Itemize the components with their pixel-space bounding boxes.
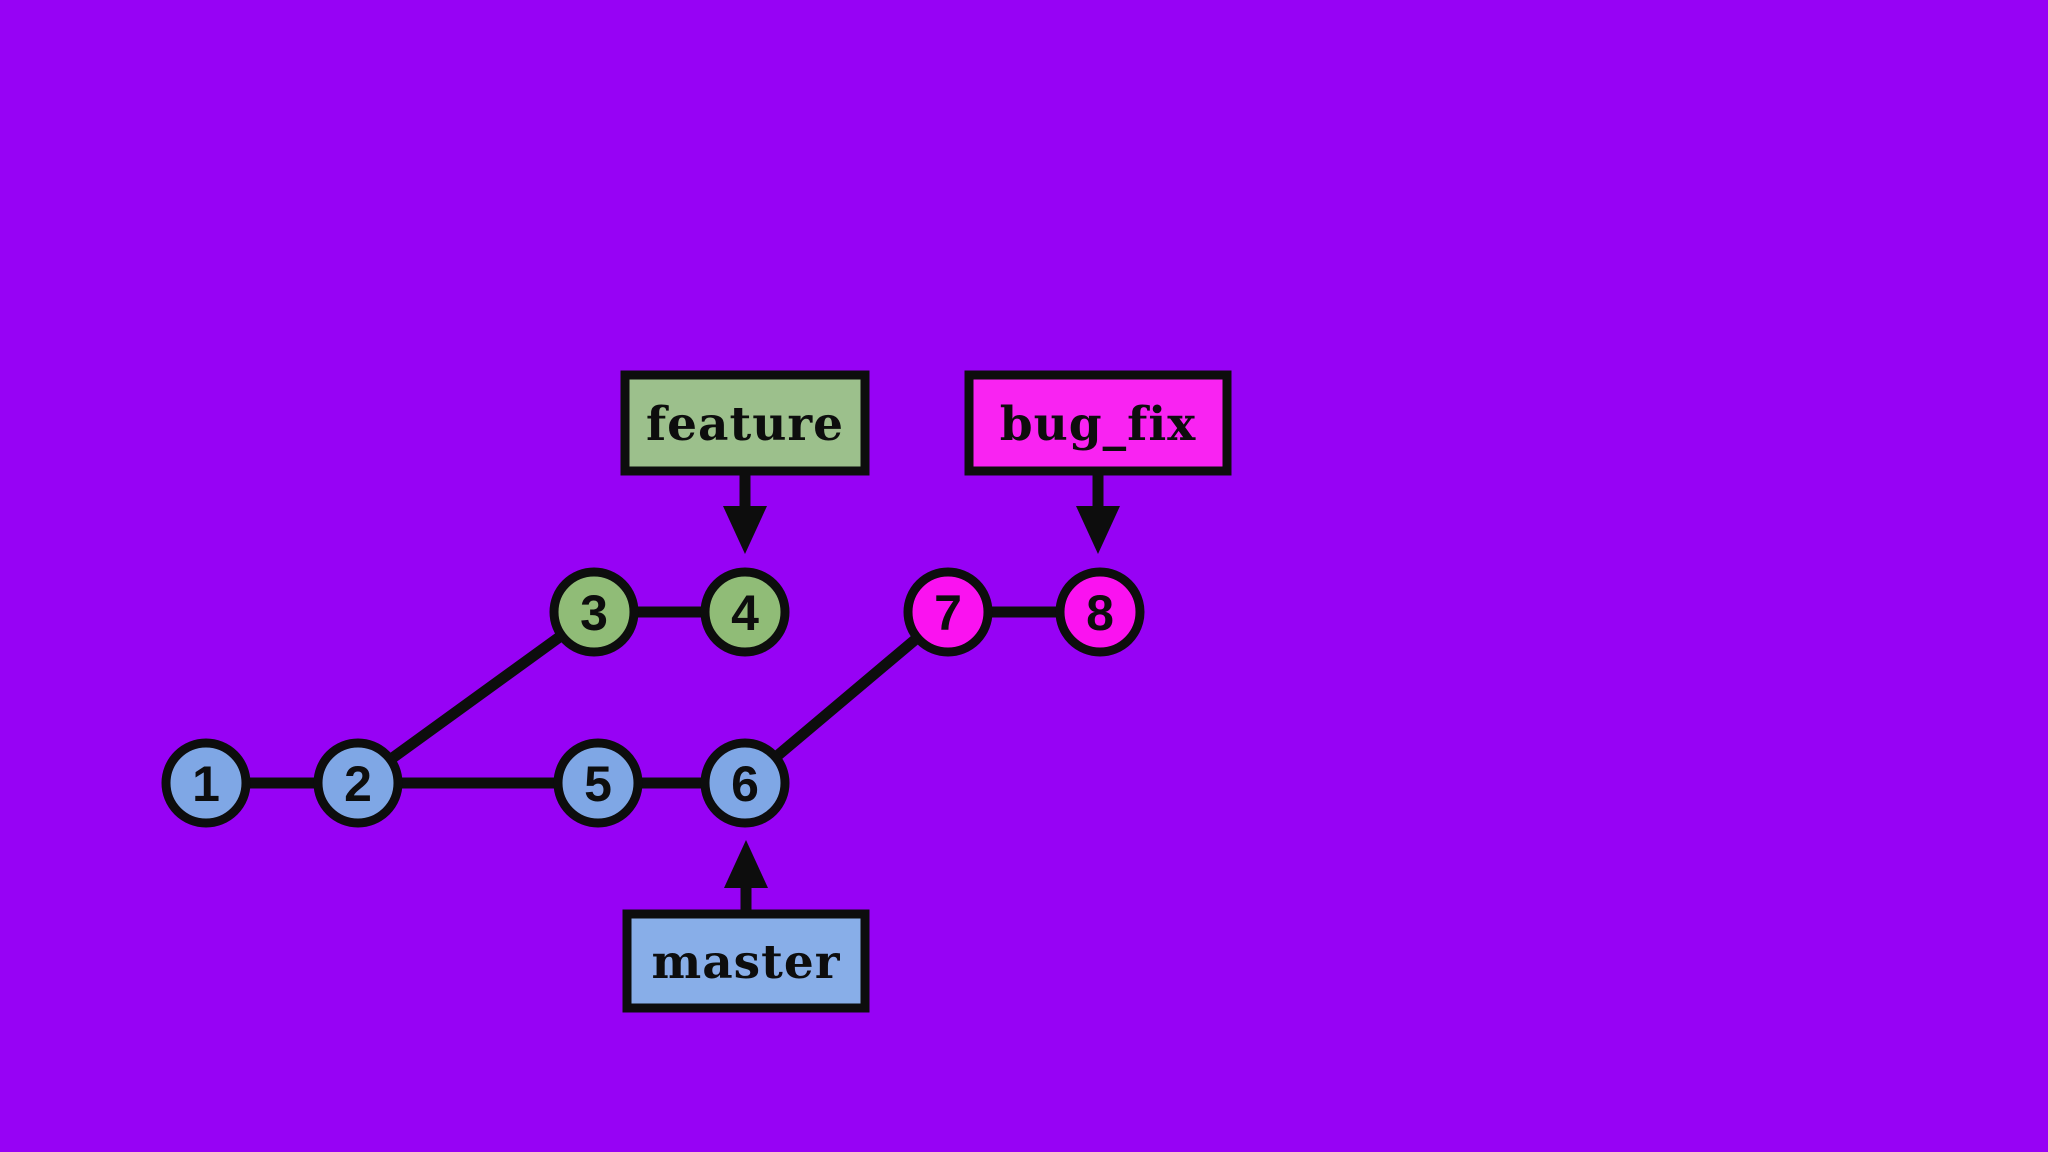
commit-node-8: 8: [1055, 567, 1145, 657]
commit-number-5: 5: [584, 756, 612, 812]
commit-circle-4: [700, 567, 790, 657]
commit-circle-3: [549, 567, 639, 657]
bug-fix-label-box: [964, 370, 1232, 476]
master-arrow-head: [724, 840, 768, 888]
branch-label-master: master: [622, 840, 870, 1013]
edge-2-3: [352, 606, 600, 789]
commit-node-5: 5: [553, 738, 643, 828]
commit-circle-6: [700, 738, 790, 828]
bug-fix-pointer-arrow-icon: [1076, 471, 1120, 554]
commit-node-7: 7: [903, 567, 993, 657]
commit-number-4: 4: [731, 585, 759, 641]
feature-pointer-arrow-icon: [723, 471, 767, 554]
commit-node-2: 2: [313, 738, 403, 828]
commit-circle-7: [903, 567, 993, 657]
bug-fix-arrow-head: [1076, 506, 1120, 554]
feature-label-text: feature: [646, 397, 844, 452]
master-label-box: [622, 909, 870, 1013]
commit-circle-8: [1055, 567, 1145, 657]
master-label-text: master: [651, 935, 840, 990]
branch-label-bug-fix: bug_fix: [964, 370, 1232, 554]
commit-node-3: 3: [549, 567, 639, 657]
commit-number-8: 8: [1086, 585, 1114, 641]
commit-circle-1: [161, 738, 251, 828]
commit-node-6: 6: [700, 738, 790, 828]
branch-label-feature: feature: [620, 370, 870, 554]
commit-number-6: 6: [731, 756, 759, 812]
commit-circle-2: [313, 738, 403, 828]
commit-node-4: 4: [700, 567, 790, 657]
commit-circle-5: [553, 738, 643, 828]
bug-fix-label-text: bug_fix: [1000, 397, 1197, 452]
commit-number-7: 7: [934, 585, 962, 641]
commit-nodes: 1 2 3 4 5 6 7: [161, 567, 1145, 828]
commit-node-1: 1: [161, 738, 251, 828]
feature-arrow-head: [723, 506, 767, 554]
master-pointer-arrow-icon: [724, 840, 768, 914]
commit-number-3: 3: [580, 585, 608, 641]
commit-number-2: 2: [344, 756, 372, 812]
commit-number-1: 1: [192, 756, 220, 812]
